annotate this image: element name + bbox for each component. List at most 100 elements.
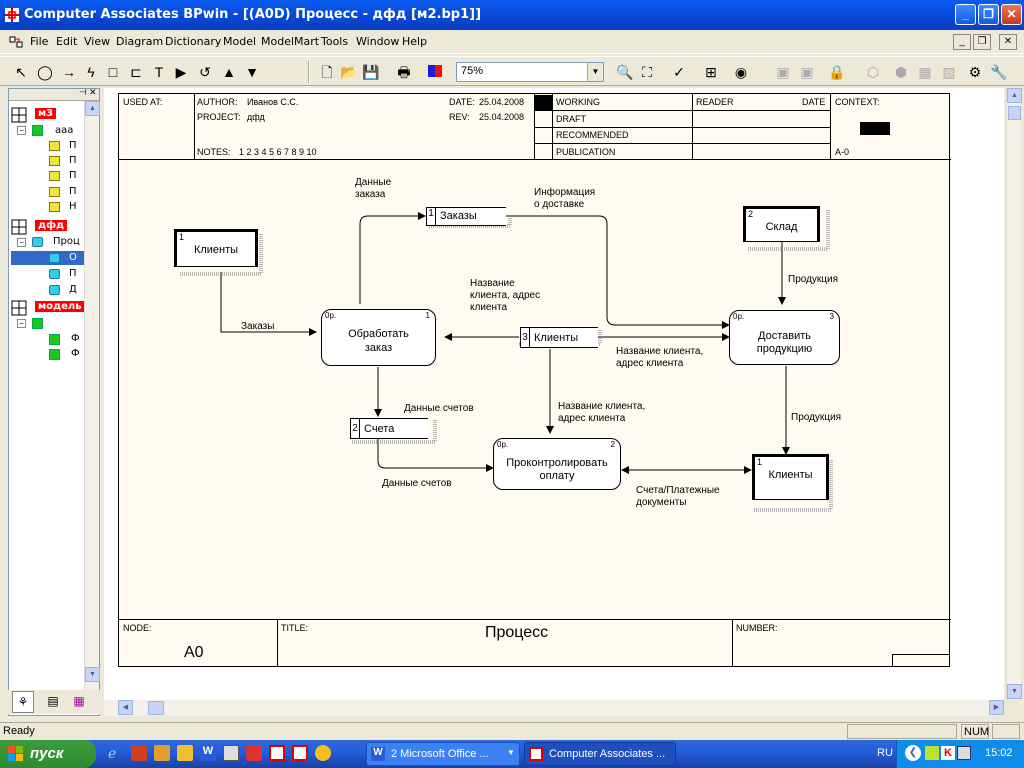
menu-file[interactable]: File — [30, 35, 49, 48]
outlook-icon[interactable] — [154, 745, 170, 761]
zoom-fit-icon[interactable]: ⛶ — [642, 64, 652, 80]
start-button[interactable]: пуск — [0, 740, 96, 768]
scroll-right-icon[interactable]: ▶ — [989, 700, 1004, 715]
rectangle-tool-icon[interactable]: □ — [108, 64, 118, 80]
menu-window[interactable]: Window — [356, 35, 400, 48]
menu-model[interactable]: Model — [223, 35, 257, 48]
collapse-icon[interactable]: − — [17, 126, 26, 135]
tree-item[interactable]: П — [69, 170, 77, 181]
store-tool-icon[interactable]: ⊏ — [130, 64, 142, 80]
navigator-icon[interactable]: ◉ — [734, 64, 748, 80]
tree-item-aaa[interactable]: ааа — [55, 125, 74, 136]
scroll-up-icon[interactable]: ▲ — [85, 101, 100, 116]
diagram-canvas[interactable]: USED AT: AUTHOR: Иванов С.С. PROJECT: дф… — [104, 88, 1004, 700]
unpin-icon[interactable]: ⊣ — [79, 87, 87, 97]
bpwin-icon[interactable] — [292, 745, 308, 761]
data-store-clients[interactable]: 3 Клиенты — [520, 327, 598, 348]
tree-item[interactable]: Д — [69, 284, 77, 295]
new-file-icon[interactable]: 🗋 — [321, 64, 333, 80]
word-icon[interactable]: W — [200, 745, 216, 761]
scroll-up-icon[interactable]: ▲ — [1007, 88, 1022, 103]
squiggle-tool-icon[interactable]: ϟ — [87, 64, 95, 80]
chevron-down-icon[interactable]: ▼ — [587, 63, 603, 81]
tree-item[interactable]: Н — [69, 201, 77, 212]
menu-edit[interactable]: Edit — [56, 35, 78, 48]
tree-item-selected[interactable]: О — [69, 252, 77, 263]
data-store-bills[interactable]: 2 Счета — [350, 418, 428, 439]
tree-model-dfd[interactable]: дфд — [35, 220, 68, 231]
tree-item[interactable]: П — [69, 140, 77, 151]
zoom-in-icon[interactable]: 🔍 — [616, 64, 634, 80]
undo-tool-icon[interactable]: ↺ — [199, 64, 211, 80]
taskbar-bpwin-button[interactable]: Computer Associates ... — [524, 742, 676, 766]
scroll-thumb[interactable] — [148, 701, 164, 715]
window-icon[interactable] — [223, 745, 239, 761]
tree-model-model[interactable]: модель — [35, 301, 85, 312]
open-folder-icon[interactable]: 📂 — [340, 64, 358, 80]
diagrams-tab-icon[interactable]: ▤ — [47, 694, 59, 708]
canvas-vscrollbar[interactable]: ▲ ▼ — [1006, 88, 1022, 700]
canvas-hscrollbar[interactable]: ◀ ▶ — [104, 700, 1004, 716]
checklist-icon[interactable] — [177, 745, 193, 761]
process-handle-order[interactable]: 0р. 1 Обработать заказ — [321, 309, 436, 366]
tray-app-icon[interactable] — [925, 746, 939, 760]
mdi-minimize-button[interactable]: _ — [953, 34, 971, 50]
minimize-button[interactable]: _ — [955, 4, 976, 25]
external-entity-clients-2[interactable]: 1 Клиенты — [752, 454, 829, 500]
tree-item[interactable]: Ф — [71, 348, 80, 359]
arrow-tool-icon[interactable]: → — [62, 64, 76, 80]
tree-item[interactable]: П — [69, 268, 77, 279]
app-icon[interactable] — [246, 745, 262, 761]
document-icon[interactable] — [8, 34, 24, 50]
bpwin-icon[interactable] — [269, 745, 285, 761]
tree-model-m3[interactable]: м3 — [35, 108, 57, 119]
scroll-down-icon[interactable]: ▼ — [85, 667, 100, 682]
media-player-icon[interactable] — [315, 745, 331, 761]
mdi-close-button[interactable]: ✕ — [999, 34, 1017, 50]
language-indicator[interactable]: RU — [877, 747, 893, 759]
pointer-tool-icon[interactable]: ↖ — [15, 64, 27, 80]
play-tool-icon[interactable]: ▶ — [175, 64, 187, 80]
collapse-icon[interactable]: − — [17, 238, 26, 247]
title-bar[interactable]: Computer Associates BPwin - [(A0D) Проце… — [0, 0, 1024, 30]
explorer-scrollbar[interactable]: ▲ ▼ — [84, 101, 100, 699]
text-tool-icon[interactable]: T — [154, 64, 164, 80]
tree-item[interactable]: П — [69, 186, 77, 197]
process-control-payment[interactable]: 0р. 2 Проконтролировать оплату — [493, 438, 621, 490]
tree-item[interactable]: П — [69, 155, 77, 166]
scroll-down-icon[interactable]: ▼ — [1007, 684, 1022, 699]
zoom-select[interactable]: 75%▼ — [456, 62, 604, 82]
network-icon[interactable] — [957, 746, 971, 760]
external-entity-warehouse[interactable]: 2 Склад — [743, 206, 820, 242]
tray-expand-icon[interactable]: ❮ — [905, 745, 921, 761]
tree-item-proc[interactable]: Проц — [53, 236, 80, 247]
menu-tools[interactable]: Tools — [321, 35, 349, 48]
objects-tab-icon[interactable]: ▦ — [73, 694, 85, 708]
menu-help[interactable]: Help — [402, 35, 428, 48]
model-tree-icon[interactable]: ⊞ — [705, 64, 717, 80]
down-tool-icon[interactable]: ▼ — [245, 64, 259, 80]
menu-diagram[interactable]: Diagram — [116, 35, 164, 48]
color-palette-icon[interactable] — [424, 61, 446, 83]
collapse-icon[interactable]: − — [17, 319, 26, 328]
close-button[interactable]: ✕ — [1001, 4, 1022, 25]
external-entity-clients[interactable]: 1 Клиенты — [174, 229, 258, 267]
maximize-button[interactable]: ❐ — [978, 4, 999, 25]
up-tool-icon[interactable]: ▲ — [222, 64, 236, 80]
menu-modelmart[interactable]: ModelMart — [261, 35, 320, 48]
antivirus-icon[interactable]: K — [941, 746, 955, 760]
data-store-orders[interactable]: 1 Заказы — [426, 207, 506, 226]
save-icon[interactable]: 💾 — [362, 64, 380, 80]
scroll-left-icon[interactable]: ◀ — [118, 700, 133, 715]
process-deliver-product[interactable]: 0р. 3 Доставить продукцию — [729, 310, 840, 365]
print-icon[interactable]: 🖶 — [397, 64, 411, 80]
office-icon[interactable] — [131, 745, 147, 761]
menu-view[interactable]: View — [84, 35, 111, 48]
mdi-restore-button[interactable]: ❐ — [973, 34, 991, 50]
menu-dictionary[interactable]: Dictionary — [165, 35, 222, 48]
activities-tab-icon[interactable]: ⚘ — [12, 691, 34, 713]
spellcheck-icon[interactable]: ✓ — [673, 64, 685, 80]
ellipse-tool-icon[interactable]: ◯ — [37, 64, 53, 80]
close-icon[interactable]: ✕ — [89, 87, 97, 97]
tree-item[interactable]: Ф — [71, 333, 80, 344]
